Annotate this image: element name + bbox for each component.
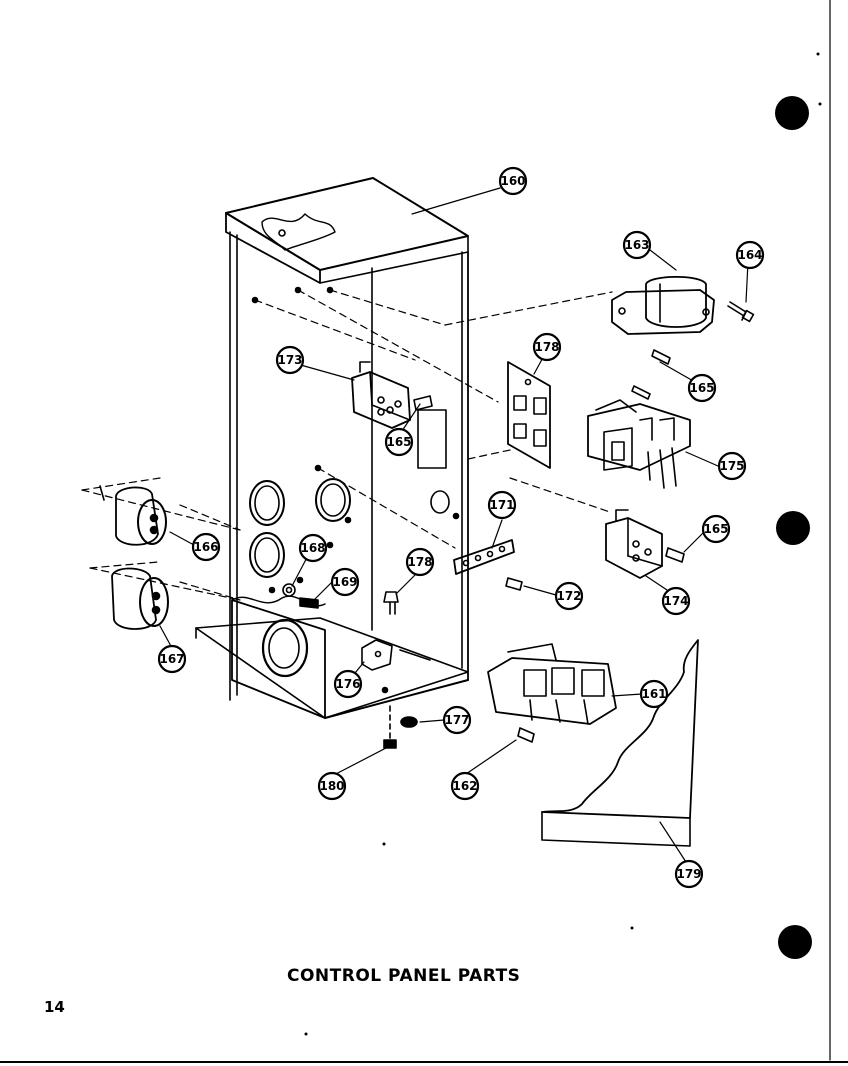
callout-173: 173	[275, 345, 305, 375]
callout-label: 177	[444, 713, 469, 727]
access-panel	[541, 639, 699, 847]
callout-label: 171	[489, 498, 514, 512]
contactor	[487, 643, 617, 743]
callout-178: 178	[405, 547, 435, 577]
bushing	[299, 597, 319, 609]
binder-holes	[775, 96, 812, 959]
callout-label: 167	[159, 652, 184, 666]
callout-162: 162	[450, 771, 480, 801]
callout-167: 167	[157, 644, 187, 674]
callout-163: 163	[622, 230, 652, 260]
callout-174: 174	[661, 586, 691, 616]
callout-171: 171	[487, 490, 517, 520]
callout-160: 160	[498, 166, 528, 196]
callout-label: 162	[452, 779, 477, 793]
nut	[400, 716, 418, 728]
callout-176: 176	[333, 669, 363, 699]
callout-label: 165	[689, 381, 714, 395]
relay	[351, 361, 433, 429]
callout-179: 179	[674, 859, 704, 889]
callout-label: 173	[277, 353, 302, 367]
callout-165: 165	[384, 427, 414, 457]
callout-label: 175	[719, 459, 744, 473]
transformer	[611, 276, 715, 335]
callout-label: 160	[500, 174, 525, 188]
callout-164: 164	[735, 240, 765, 270]
capacitor	[99, 485, 167, 546]
screw	[727, 301, 755, 323]
callout-label: 178	[407, 555, 432, 569]
callout-178: 178	[532, 332, 562, 362]
relay	[605, 509, 685, 579]
callout-165: 165	[701, 514, 731, 544]
callout-label: 165	[386, 435, 411, 449]
assembly-leader-lines	[81, 289, 613, 601]
capacitor	[111, 567, 169, 630]
screw	[651, 349, 671, 365]
callout-177: 177	[442, 705, 472, 735]
mounting-plate	[507, 361, 551, 469]
callout-166: 166	[191, 532, 221, 562]
callout-label: 174	[663, 594, 688, 608]
callout-label: 179	[676, 867, 701, 881]
callout-label: 168	[300, 541, 325, 555]
control-box-cabinet	[195, 177, 469, 719]
callout-161: 161	[639, 679, 669, 709]
screw	[383, 591, 399, 615]
callout-172: 172	[554, 581, 584, 611]
terminal-strip	[453, 539, 523, 591]
callout-169: 169	[330, 567, 360, 597]
callout-175: 175	[717, 451, 747, 481]
callout-165: 165	[687, 373, 717, 403]
screw	[631, 385, 651, 400]
callout-label: 163	[624, 238, 649, 252]
page-number: 14	[44, 998, 65, 1016]
grommet	[282, 583, 296, 597]
callout-label: 165	[703, 522, 728, 536]
screw	[383, 705, 397, 749]
callout-label: 178	[534, 340, 559, 354]
contactor	[587, 399, 691, 489]
callout-label: 169	[332, 575, 357, 589]
diagram-caption: CONTROL PANEL PARTS	[287, 966, 521, 986]
callout-180: 180	[317, 771, 347, 801]
callout-label: 172	[556, 589, 581, 603]
callout-label: 164	[737, 248, 762, 262]
callout-label: 180	[319, 779, 344, 793]
callout-label: 161	[641, 687, 666, 701]
callout-label: 176	[335, 677, 360, 691]
callout-label: 166	[193, 540, 218, 554]
callout-168: 168	[298, 533, 328, 563]
